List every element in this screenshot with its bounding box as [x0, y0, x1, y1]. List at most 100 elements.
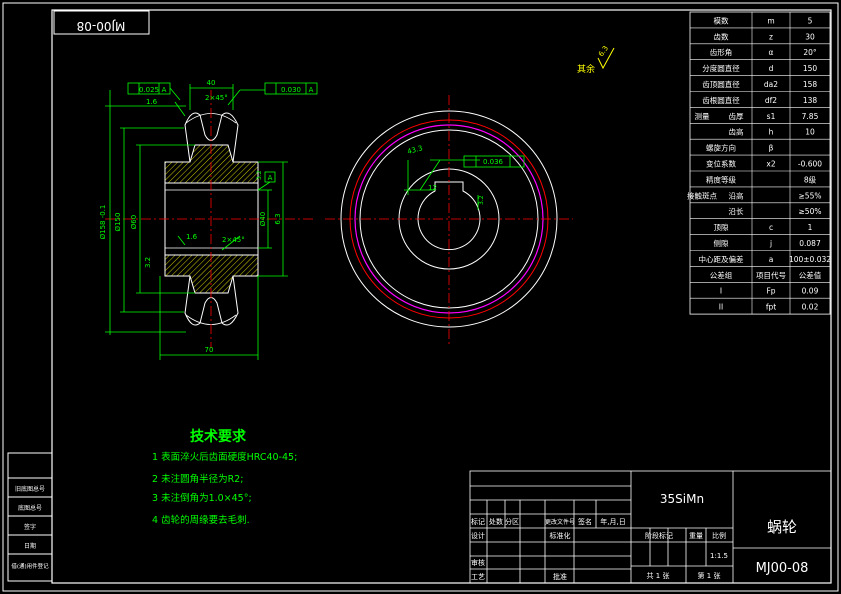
tb-standard: 标准化	[550, 531, 571, 540]
material: 35SiMn	[660, 492, 704, 506]
tech-item-2: 2 未注圆角半径为R2;	[152, 473, 243, 485]
param-value-12: ≥50%	[799, 207, 822, 216]
param-name-9: 变位系数	[706, 159, 736, 169]
keyway-depth: 43.3	[406, 144, 423, 156]
param-value-9: -0.600	[798, 160, 822, 169]
tb-design: 设计	[471, 531, 485, 540]
param-value-14: 0.087	[799, 239, 821, 248]
param-name-15: 中心距及偏差	[699, 254, 744, 264]
title-block	[469, 470, 832, 584]
param-name-14: 侧隙	[714, 238, 729, 248]
param-symbol-16: 项目代号	[756, 270, 786, 280]
param-value-6: 7.85	[802, 112, 819, 121]
tb-sheet-no: 第 1 张	[698, 571, 721, 580]
dim-small-r: 6.3	[274, 213, 282, 224]
left-strip-2: 签字	[24, 523, 36, 531]
left-strip-3: 日期	[24, 542, 36, 550]
param-symbol-4: da2	[764, 80, 778, 89]
dim-bottom-width: 70	[205, 346, 214, 354]
param-symbol-0: m	[767, 16, 774, 25]
param-name-11: 接触斑点	[687, 190, 717, 200]
param-symbol-3: d	[769, 64, 774, 73]
tb-sheets: 共 1 张	[647, 571, 670, 580]
tb-row-2: 分区	[505, 517, 519, 526]
dim-r16-a: 1.6	[146, 98, 158, 106]
tb-scale: 1:1.5	[710, 552, 728, 560]
param-symbol-17: Fp	[766, 287, 775, 296]
tol-left-flag: A	[162, 86, 167, 94]
param-name-8: 螺旋方向	[706, 143, 736, 153]
param-symbol-6: s1	[767, 112, 776, 121]
inner-frame	[51, 9, 832, 584]
tb-weight: 重量	[689, 532, 703, 540]
param-symbol-9: x2	[766, 160, 775, 169]
keyway-r: 3.2	[478, 195, 485, 205]
param-table-border	[689, 11, 831, 315]
param-value-17: 0.09	[802, 287, 819, 296]
tech-item-3: 3 未注倒角为1.0×45°;	[152, 492, 252, 504]
param-symbol-14: j	[769, 239, 772, 248]
surface-finish-note: 其余 6.3	[577, 44, 615, 75]
param-sub-12: 沿长	[729, 206, 744, 216]
param-name-13: 顶隙	[714, 223, 729, 232]
left-strip-1: 底图总号	[18, 504, 42, 512]
keyway-tol: 0.036	[483, 158, 504, 166]
param-sub-7: 齿高	[729, 127, 744, 137]
param-name-0: 模数	[714, 15, 729, 25]
keyway-width: 12	[428, 184, 437, 192]
tb-process: 工艺	[471, 573, 485, 581]
param-sub-11: 沿高	[729, 190, 744, 200]
param-name-6: 测量	[695, 112, 710, 121]
param-name-1: 齿数	[714, 31, 729, 41]
code-box	[53, 10, 150, 35]
outer-circle	[340, 110, 558, 328]
tech-item-4: 4 齿轮的周缘要去毛刺.	[152, 514, 250, 526]
surface-finish-label: 其余	[577, 63, 595, 75]
tb-row-5: 年,月,日	[600, 517, 625, 526]
surface-finish-value: 6.3	[597, 44, 610, 58]
param-value-15: 100±0.032	[789, 255, 831, 264]
param-value-11: ≥55%	[799, 191, 822, 200]
param-symbol-5: df2	[765, 96, 777, 105]
param-symbol-15: a	[769, 255, 774, 264]
param-symbol-8: β	[769, 144, 774, 153]
tb-row-4: 签名	[578, 517, 592, 526]
param-name-4: 齿顶圆直径	[702, 79, 740, 89]
param-value-18: 0.02	[802, 303, 819, 312]
dim-r32: 3.2	[144, 257, 152, 268]
tech-item-1: 1 表面淬火后齿面硬度HRC40-45;	[152, 451, 297, 463]
param-symbol-7: h	[769, 128, 774, 137]
param-value-7: 10	[805, 128, 815, 137]
left-strip-4: 借(通)用件登记	[11, 562, 49, 570]
tol-right-flag: A	[309, 86, 314, 94]
dim-chamfer-top: 2×45°	[205, 94, 228, 102]
param-value-1: 30	[805, 32, 815, 41]
tb-row-1: 处数	[489, 517, 503, 526]
left-strip: 旧底图总号 底图总号 签字 日期 借(通)用件登记	[7, 452, 53, 582]
drawing-no: MJ00-08	[756, 561, 809, 576]
section-upper-hatch	[164, 144, 259, 184]
param-value-10: 8级	[804, 174, 817, 184]
param-symbol-18: fpt	[766, 303, 776, 312]
param-name-10: 精度等级	[706, 174, 736, 184]
part-name: 蜗轮	[767, 518, 797, 536]
tol-left-value: 0.025	[139, 86, 159, 94]
param-name-16: 公差组	[710, 270, 733, 280]
param-value-0: 5	[808, 16, 813, 25]
section-view: 0.025 A 0.030 A A 40 2×45° 2×45° 70 1.6 …	[99, 79, 318, 360]
param-name-5: 齿根圆直径	[702, 95, 740, 105]
front-view: 43.3 12 0.036 3.2	[325, 95, 573, 345]
tech-title: 技术要求	[190, 428, 247, 445]
tb-scale-label: 比例	[712, 531, 726, 540]
param-name-2: 齿形角	[710, 47, 733, 57]
tb-approve: 批准	[553, 572, 567, 581]
title-block-text: 35SiMn 蜗轮 MJ00-08 标记 处数 分区 更改文件号 签名 年,月,…	[471, 492, 808, 581]
param-symbol-2: α	[769, 48, 774, 57]
tb-row-3: 更改文件号	[545, 518, 575, 526]
tb-row-0: 标记	[471, 517, 485, 526]
param-symbol-1: z	[769, 32, 773, 41]
param-name-17: I	[720, 287, 722, 296]
